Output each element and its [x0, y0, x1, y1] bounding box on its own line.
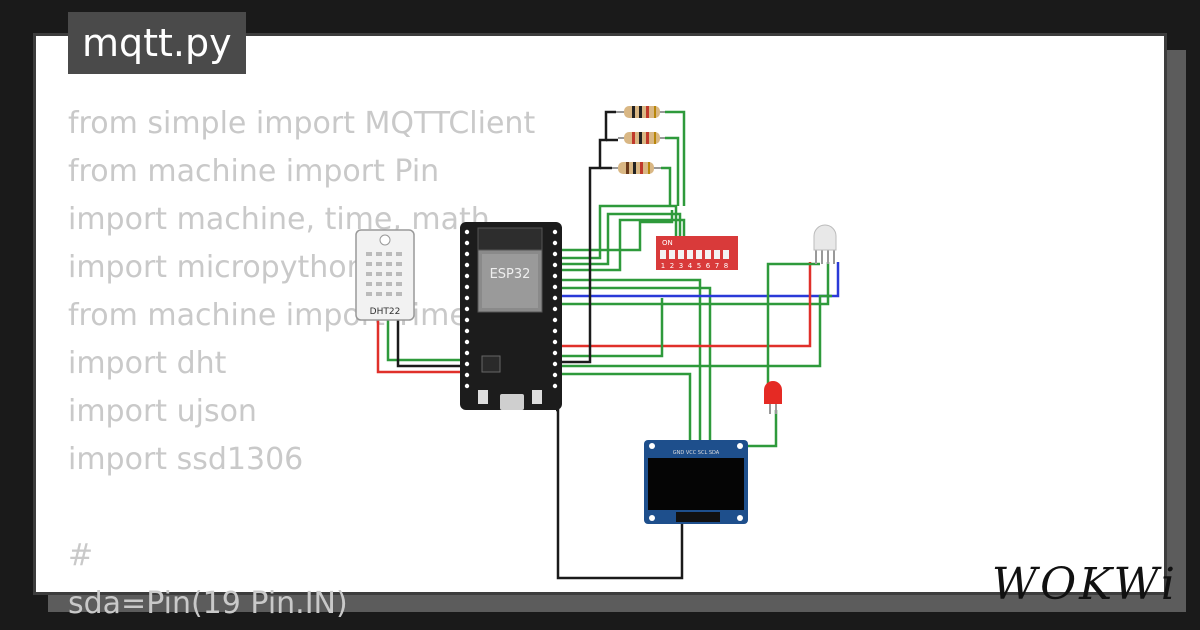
- dip-number: 6: [706, 262, 711, 270]
- dip-number: 5: [697, 262, 701, 270]
- dip-number: 3: [679, 262, 683, 270]
- code-line: #: [68, 538, 94, 573]
- rgb-led[interactable]: [813, 224, 837, 264]
- dip-number: 1: [661, 262, 665, 270]
- red-led[interactable]: [764, 381, 782, 414]
- dip-on-label: ON: [662, 239, 673, 247]
- resistor: [612, 162, 661, 174]
- code-line: from machine import Pin: [68, 154, 440, 189]
- code-line: import machine, time, math: [68, 202, 490, 237]
- code-line: import ssd1306: [68, 442, 304, 477]
- code-line: from simple import MQTTClient: [68, 106, 536, 141]
- file-tab[interactable]: mqtt.py: [68, 12, 246, 74]
- oled-display[interactable]: GND VCC SCL SDA: [644, 440, 748, 524]
- resistor: [618, 132, 665, 144]
- code-preview: from simple import MQTTClient from machi…: [68, 100, 535, 628]
- code-line: import dht: [68, 346, 227, 381]
- code-line: import ujson: [68, 394, 257, 429]
- esp32-label: ESP32: [490, 267, 531, 282]
- project-card: from simple import MQTTClient from machi…: [33, 33, 1167, 621]
- dht22-sensor[interactable]: DHT22: [355, 229, 415, 321]
- dht22-label: DHT22: [370, 307, 401, 317]
- dip-switch[interactable]: ON 1 2 3 4 5 6 7 8: [656, 236, 738, 270]
- wires: [376, 110, 840, 580]
- dip-number: 7: [715, 262, 719, 270]
- dip-number: 8: [724, 262, 728, 270]
- resistor: [616, 106, 665, 118]
- dip-number: 4: [688, 262, 693, 270]
- esp32-board[interactable]: ESP32: [460, 222, 562, 410]
- wokwi-logo: WOKWi: [991, 559, 1178, 610]
- code-line: sda=Pin(19 Pin.IN): [68, 586, 348, 621]
- dip-number: 2: [670, 262, 674, 270]
- oled-pin-labels: GND VCC SCL SDA: [673, 450, 720, 456]
- code-line: import micropython: [68, 250, 366, 285]
